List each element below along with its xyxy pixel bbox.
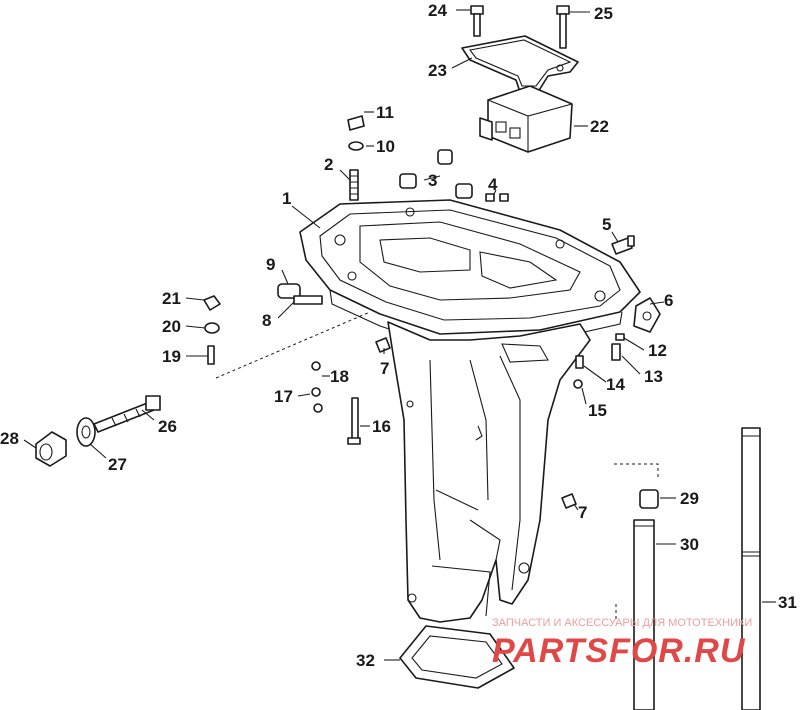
screw-19 xyxy=(207,345,215,365)
callout-2: 2 xyxy=(324,155,333,174)
fitting-5 xyxy=(611,235,635,255)
leader-lines xyxy=(23,9,776,661)
callout-21: 21 xyxy=(162,289,181,308)
bracket-6 xyxy=(633,297,661,333)
callout-4: 4 xyxy=(488,175,498,194)
callout-18: 18 xyxy=(330,367,349,386)
callout-16: 16 xyxy=(372,417,391,436)
exhaust-housing xyxy=(387,321,591,623)
callout-15: 15 xyxy=(588,401,607,420)
callout-7-lower: 7 xyxy=(578,503,587,522)
grommet-29 xyxy=(639,489,659,509)
callout-23: 23 xyxy=(428,61,447,80)
grommets-3 xyxy=(399,149,473,199)
bolt-25 xyxy=(556,5,570,49)
callout-24: 24 xyxy=(428,1,447,20)
callout-6: 6 xyxy=(664,291,673,310)
callout-14: 14 xyxy=(606,375,625,394)
callout-19: 19 xyxy=(162,347,181,366)
bolt-13 xyxy=(611,343,621,361)
nut-12 xyxy=(615,333,625,341)
pin-8 xyxy=(293,295,323,305)
callout-26: 26 xyxy=(158,417,177,436)
nut-11 xyxy=(347,115,365,131)
nut-7-upper xyxy=(375,337,391,353)
power-pack-22 xyxy=(479,85,573,153)
washer-10 xyxy=(348,141,364,151)
watermark: ЗАПЧАСТИ И АКСЕССУАРЫ ДЛЯ МОТОТЕХНИКИ PA… xyxy=(492,617,752,670)
callout-20: 20 xyxy=(162,317,181,336)
sleeve-9 xyxy=(277,283,301,299)
bolt-14 xyxy=(575,355,584,369)
gasket-32 xyxy=(399,625,515,689)
callout-11: 11 xyxy=(376,103,394,122)
stud-2 xyxy=(349,169,359,201)
watermark-tagline: ЗАПЧАСТИ И АКСЕССУАРЫ ДЛЯ МОТОТЕХНИКИ xyxy=(492,617,752,629)
watermark-brand: PARTSFOR.RU xyxy=(492,632,746,670)
callout-32: 32 xyxy=(356,651,375,670)
callout-28: 28 xyxy=(0,429,19,448)
washer-15 xyxy=(573,379,583,389)
callout-30: 30 xyxy=(680,535,699,554)
callout-31: 31 xyxy=(778,593,797,612)
callout-9: 9 xyxy=(266,255,275,274)
bolt-16 xyxy=(347,397,361,445)
screws-17-18 xyxy=(311,361,323,413)
callout-29: 29 xyxy=(680,489,699,508)
callout-5: 5 xyxy=(602,215,611,234)
bolt-24 xyxy=(470,5,484,37)
bushing-28 xyxy=(35,431,67,467)
callout-7-upper: 7 xyxy=(380,359,389,378)
callout-27: 27 xyxy=(108,455,127,474)
callout-8: 8 xyxy=(262,311,271,330)
callout-17: 17 xyxy=(274,387,293,406)
callout-22: 22 xyxy=(590,117,609,136)
gasket-23 xyxy=(461,35,579,93)
washer-20 xyxy=(204,322,220,334)
callout-12: 12 xyxy=(648,341,667,360)
nut-7-lower xyxy=(561,493,577,509)
adapter-plate-1 xyxy=(299,199,641,347)
callout-13: 13 xyxy=(644,367,663,386)
clips-4 xyxy=(485,193,509,202)
callout-25: 25 xyxy=(594,4,613,23)
nut-21 xyxy=(203,295,221,311)
callout-1: 1 xyxy=(282,189,291,208)
washer-27 xyxy=(76,417,96,447)
callout-10: 10 xyxy=(376,137,395,156)
tube-31 xyxy=(741,427,761,710)
tube-30 xyxy=(633,519,655,710)
shaft-26 xyxy=(93,395,161,433)
callout-3: 3 xyxy=(428,171,437,190)
